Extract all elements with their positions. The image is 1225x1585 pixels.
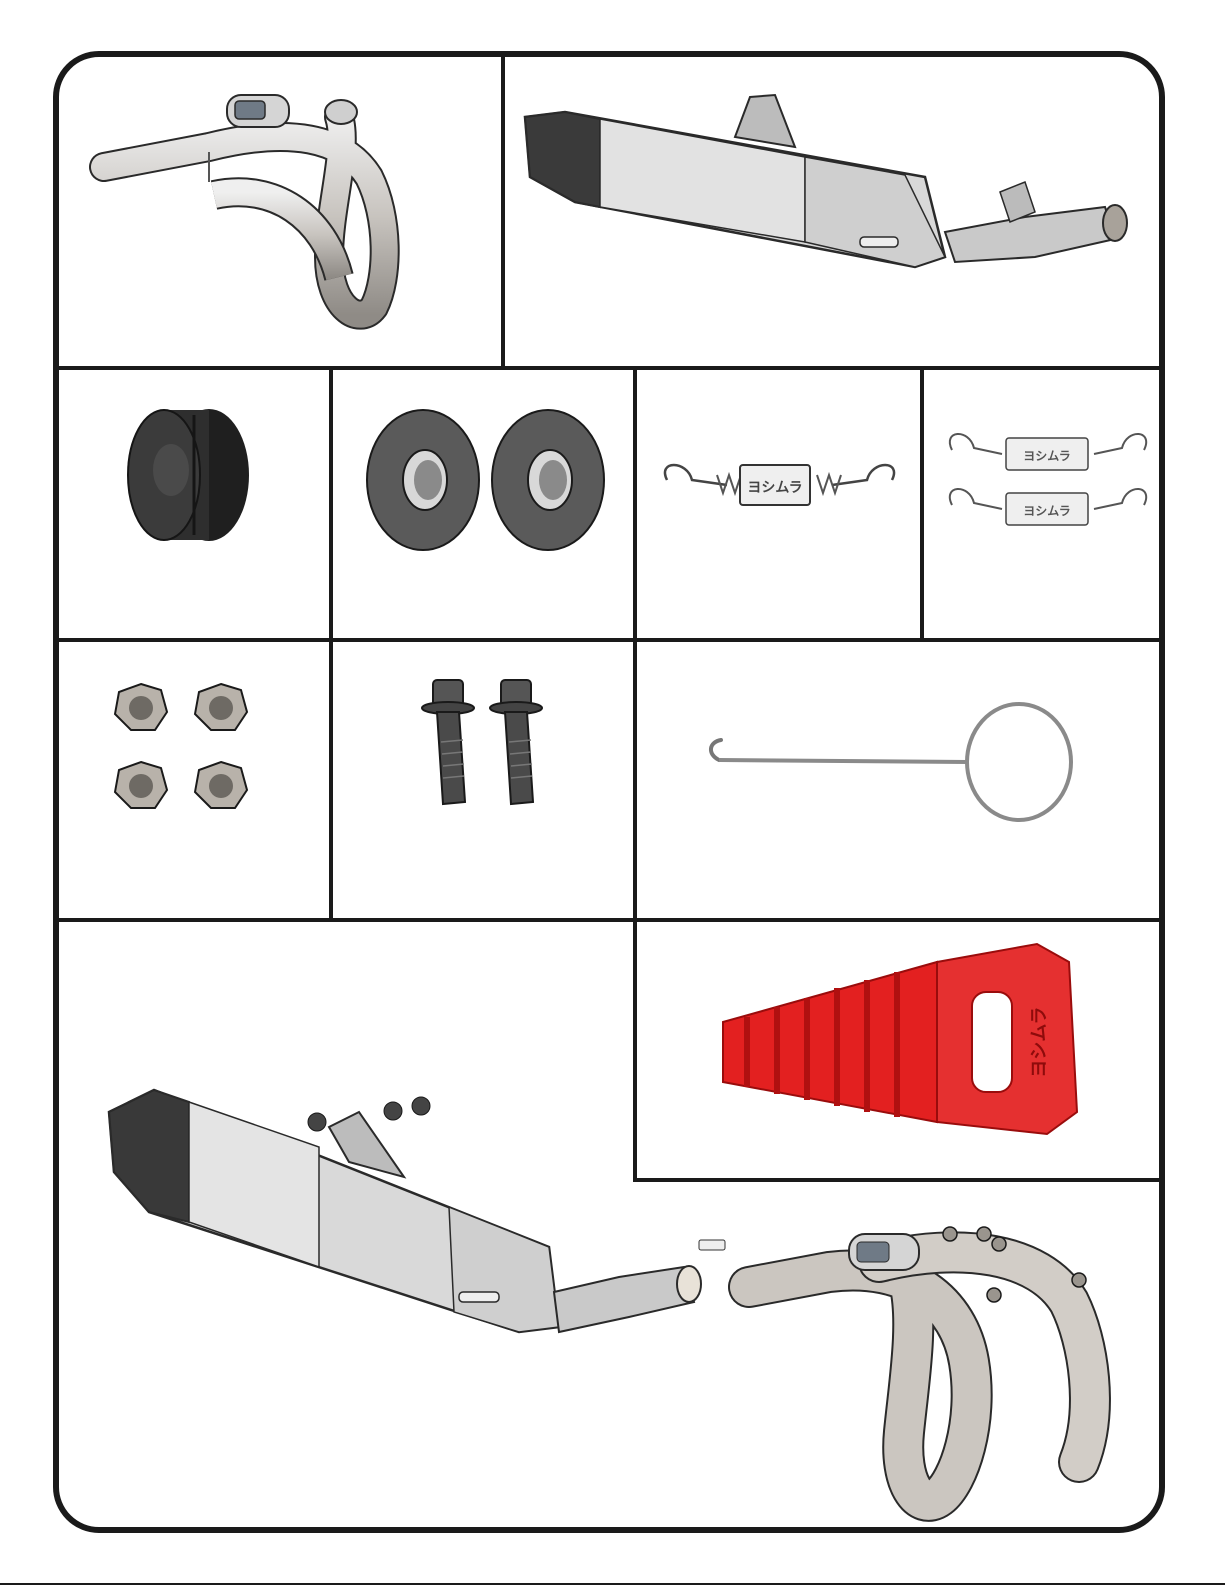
part-cell-flange-nuts <box>59 642 329 918</box>
grommet-icon <box>59 370 329 638</box>
parts-frame: ヨシムラ ヨシムラ ヨシムラ <box>53 51 1165 1533</box>
part-cell-washers <box>333 370 633 638</box>
head-pipe-icon <box>59 57 501 366</box>
spring-icon: ヨシムラ ヨシムラ <box>924 370 1165 638</box>
washer-icon <box>333 370 633 638</box>
muffler-icon <box>505 57 1165 366</box>
spring-logo: ヨシムラ <box>1023 504 1070 518</box>
part-cell-head-pipe <box>59 57 501 366</box>
part-cell-springs-pair: ヨシムラ ヨシムラ <box>924 370 1165 638</box>
spring-logo: ヨシムラ <box>747 480 802 496</box>
plug-icon: ヨシムラ <box>637 922 1165 1178</box>
plug-logo: ヨシムラ <box>1029 1006 1050 1077</box>
bolt-icon <box>333 642 633 918</box>
nut-icon <box>59 642 329 918</box>
spring-logo: ヨシムラ <box>1023 449 1070 463</box>
part-cell-exhaust-plug: ヨシムラ <box>637 922 1165 1178</box>
part-cell-spring-single: ヨシムラ <box>637 370 920 638</box>
part-cell-flange-bolts <box>333 642 633 918</box>
hook-tool-icon <box>637 642 1165 918</box>
part-cell-rubber-grommet <box>59 370 329 638</box>
part-cell-muffler <box>505 57 1165 366</box>
spring-icon: ヨシムラ <box>637 370 920 638</box>
part-cell-spring-hook-tool <box>637 642 1165 918</box>
